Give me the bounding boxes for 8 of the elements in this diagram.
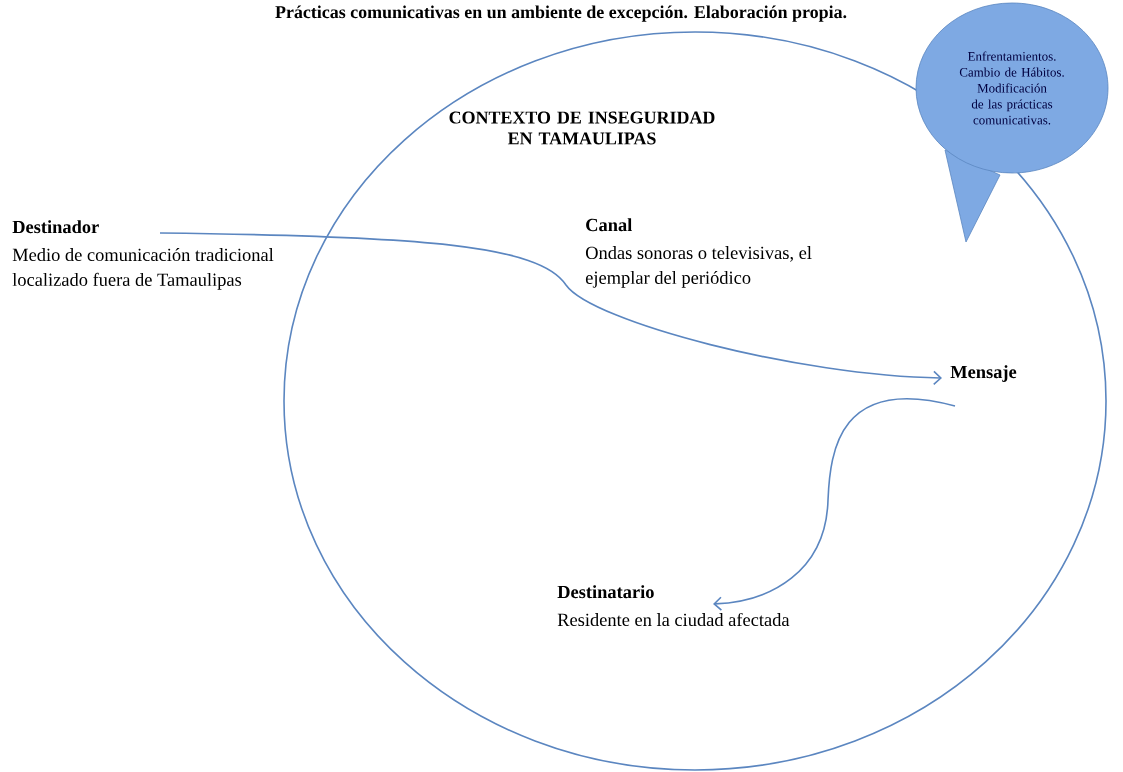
arrow xyxy=(159,232,942,386)
mensaje-text: Mensaje xyxy=(950,365,1017,382)
destinador-text: Destinador Medio de comunicación tradicional localizado fuera de Tamaulipas xyxy=(12,220,274,290)
arrow xyxy=(713,397,956,611)
speech-bubble: Enfrentamientos. Cambio de Hábitos. Modificación de las prácticas comunicativas. xyxy=(915,2,1109,243)
canal-text: Canal Ondas sonoras o televisivas, el ejemplar del periódico xyxy=(585,218,812,288)
title: Prácticas comunicativas en un ambiente de excepción. Elaboración propia. xyxy=(275,5,847,22)
destinatario-text: Destinatario Residente en la ciudad afectada xyxy=(557,585,790,627)
